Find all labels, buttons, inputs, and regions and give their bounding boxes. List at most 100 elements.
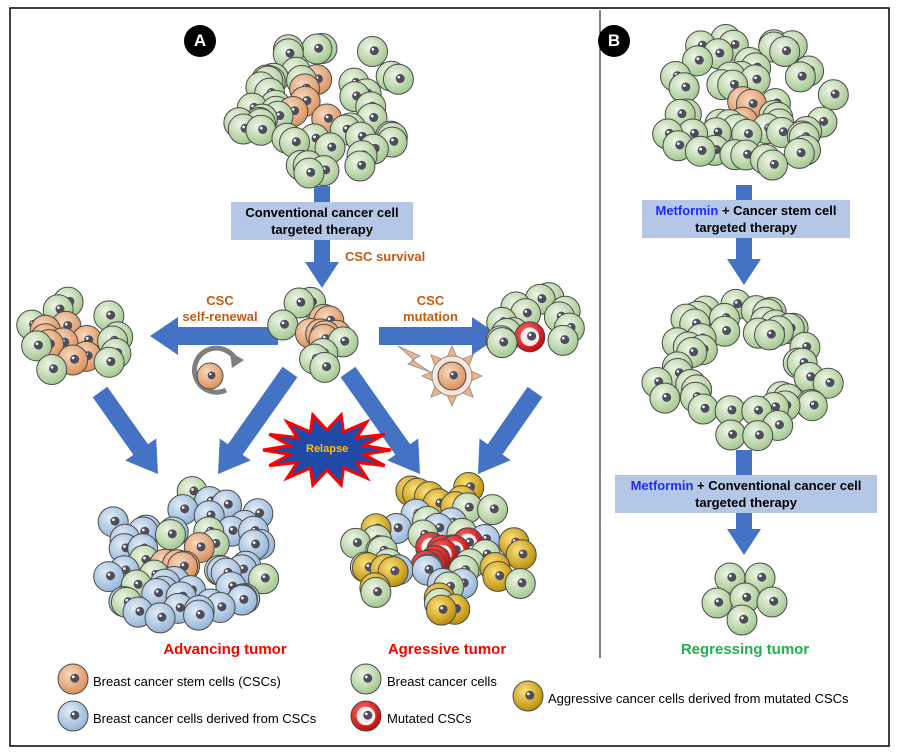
arrow-to-advancing-left xyxy=(92,386,158,474)
breast-cancer-cell xyxy=(93,346,125,378)
breast-cancer-cell xyxy=(754,319,786,351)
breast-cancer-cell xyxy=(245,114,277,146)
cells xyxy=(16,24,849,732)
step1-rest: + Cancer stem cell xyxy=(718,203,837,218)
relapse-label: Relapse xyxy=(306,443,349,455)
breast-cancer-cell xyxy=(504,568,536,600)
breast-cancer-cell xyxy=(248,563,280,595)
legend-csc-text: Breast cancer stem cells (CSCs) xyxy=(93,674,281,689)
breast-cancer-cell xyxy=(301,33,333,65)
breast-cancer-cell xyxy=(36,354,68,386)
panel-b-badge: B xyxy=(598,25,630,57)
lightning-icon xyxy=(397,345,431,373)
breast-cancer-cell xyxy=(477,494,509,526)
aggressive-cell xyxy=(425,594,457,626)
breast-cancer-cell xyxy=(682,45,714,77)
mutated-csc-cell xyxy=(514,321,546,353)
breast-cancer-cell xyxy=(547,324,579,356)
breast-cancer-cell xyxy=(340,527,372,559)
therapy-line2: targeted therapy xyxy=(271,222,373,237)
legend-bcc-text: Breast cancer cells xyxy=(387,674,497,689)
breast-cancer-cell xyxy=(715,419,747,451)
metformin-conventional-therapy-box: Metformin + Conventional cancer cell tar… xyxy=(615,475,877,513)
self-renewal-label: CSC self-renewal xyxy=(175,293,265,325)
metformin-word-1: Metformin xyxy=(655,203,719,218)
regressing-tumor-label: Regressing tumor xyxy=(680,641,810,658)
aggressive-cell xyxy=(512,680,544,712)
breast-cancer-cell xyxy=(154,519,186,551)
self-renewal-line2: self-renewal xyxy=(182,309,258,324)
advancing-tumor-label: Advancing tumor xyxy=(163,641,287,658)
legend-derived-text: Breast cancer cells derived from CSCs xyxy=(93,711,317,726)
derived-cell xyxy=(93,561,125,593)
breast-cancer-cell xyxy=(357,35,389,67)
csc-cell xyxy=(437,361,467,391)
breast-cancer-cell xyxy=(344,150,376,182)
breast-cancer-cell xyxy=(812,367,844,399)
derived-cell xyxy=(144,602,176,634)
breast-cancer-cell xyxy=(796,390,828,422)
breast-cancer-cell xyxy=(701,587,733,619)
breast-cancer-cell xyxy=(742,420,774,452)
metformin-word-2: Metformin xyxy=(630,478,694,493)
aggressive-tumor-label: Agressive tumor xyxy=(387,641,507,658)
step2-line2: targeted therapy xyxy=(695,495,797,510)
breast-cancer-cell xyxy=(784,61,816,93)
breast-cancer-cell xyxy=(486,327,518,359)
breast-cancer-cell xyxy=(769,35,801,67)
self-renewal-line1: CSC xyxy=(206,293,234,308)
arrow-mutation xyxy=(379,317,500,355)
breast-cancer-cell xyxy=(283,287,315,319)
breast-cancer-cell xyxy=(714,395,746,427)
breast-cancer-cell xyxy=(726,604,758,636)
conventional-therapy-box: Conventional cancer cell targeted therap… xyxy=(231,202,413,240)
relapse-starburst xyxy=(262,411,392,489)
mutation-label: CSC mutation xyxy=(393,293,468,325)
csc-survival-label: CSC survival xyxy=(345,249,426,264)
arrow-to-advancing-right xyxy=(218,366,298,474)
breast-cancer-cell xyxy=(756,149,788,181)
step2-rest: + Conventional cancer cell xyxy=(693,478,862,493)
breast-cancer-cell xyxy=(783,137,815,169)
breast-cancer-cell xyxy=(309,351,341,383)
step1-line1: Metformin + Cancer stem cell xyxy=(656,202,837,219)
metformin-csc-therapy-box: Metformin + Cancer stem cell targeted th… xyxy=(642,200,850,238)
aggressive-cell xyxy=(505,539,537,571)
legend-aggressive-text: Aggressive cancer cells derived from mut… xyxy=(548,691,849,706)
breast-cancer-cell xyxy=(21,330,53,362)
step1-line2: targeted therapy xyxy=(695,220,797,235)
self-renewal-cycle-icon xyxy=(192,345,244,395)
extras xyxy=(192,345,483,489)
legend-mutated-text: Mutated CSCs xyxy=(387,711,472,726)
breast-cancer-cell xyxy=(350,663,382,695)
mutation-line2: mutation xyxy=(403,309,458,324)
mutation-sun-icon xyxy=(421,345,483,407)
breast-cancer-cell xyxy=(709,315,741,347)
breast-cancer-cell xyxy=(382,63,414,95)
breast-cancer-cell xyxy=(649,382,681,414)
panel-a-badge: A xyxy=(184,25,216,57)
arrow-self-renewal xyxy=(150,317,278,355)
breast-cancer-cell xyxy=(668,72,700,104)
step2-line1: Metformin + Conventional cancer cell xyxy=(631,477,862,494)
mutated-csc-cell xyxy=(350,700,382,732)
breast-cancer-cell xyxy=(684,135,716,167)
derived-cell xyxy=(183,599,215,631)
breast-cancer-cell xyxy=(267,309,299,341)
csc-cell xyxy=(57,663,89,695)
derived-cell xyxy=(57,700,89,732)
arrows xyxy=(92,185,761,555)
breast-cancer-cell xyxy=(817,79,849,111)
derived-cell xyxy=(204,591,236,623)
breast-cancer-cell xyxy=(293,157,325,189)
csc-cell xyxy=(196,362,224,390)
figure-border xyxy=(9,7,890,747)
therapy-line1: Conventional cancer cell xyxy=(245,205,399,220)
mutation-line1: CSC xyxy=(416,293,445,308)
breast-cancer-cell xyxy=(687,393,719,425)
breast-cancer-cell xyxy=(756,586,788,618)
arrow-to-aggressive-left xyxy=(340,366,420,474)
breast-cancer-cell xyxy=(360,576,392,608)
arrow-to-aggressive-right xyxy=(478,386,543,474)
